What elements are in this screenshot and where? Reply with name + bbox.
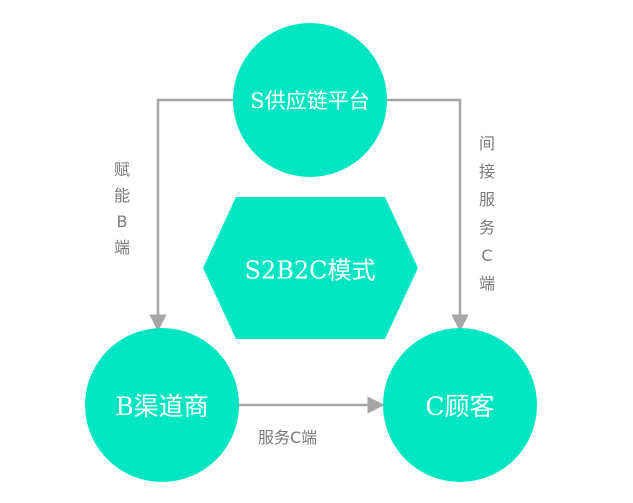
c-customer-node (383, 328, 537, 482)
edge-label-serve-c: 服务C端 (258, 428, 318, 447)
edge-label-empower-b: 赋能B端 (113, 160, 130, 257)
b-channel-label: B渠道商 (115, 392, 209, 421)
connector-platform-to-b (149, 98, 235, 332)
b-channel-node (85, 328, 239, 482)
c-customer-label: C顾客 (425, 392, 495, 421)
platform-node (233, 23, 387, 177)
model-hexagon (203, 197, 418, 339)
connector-platform-to-c (385, 98, 469, 332)
edge-label-indirect-serve-c: 间接服务C端 (478, 134, 495, 293)
platform-label: S供应链平台 (250, 89, 370, 113)
model-label: S2B2C模式 (244, 256, 376, 285)
